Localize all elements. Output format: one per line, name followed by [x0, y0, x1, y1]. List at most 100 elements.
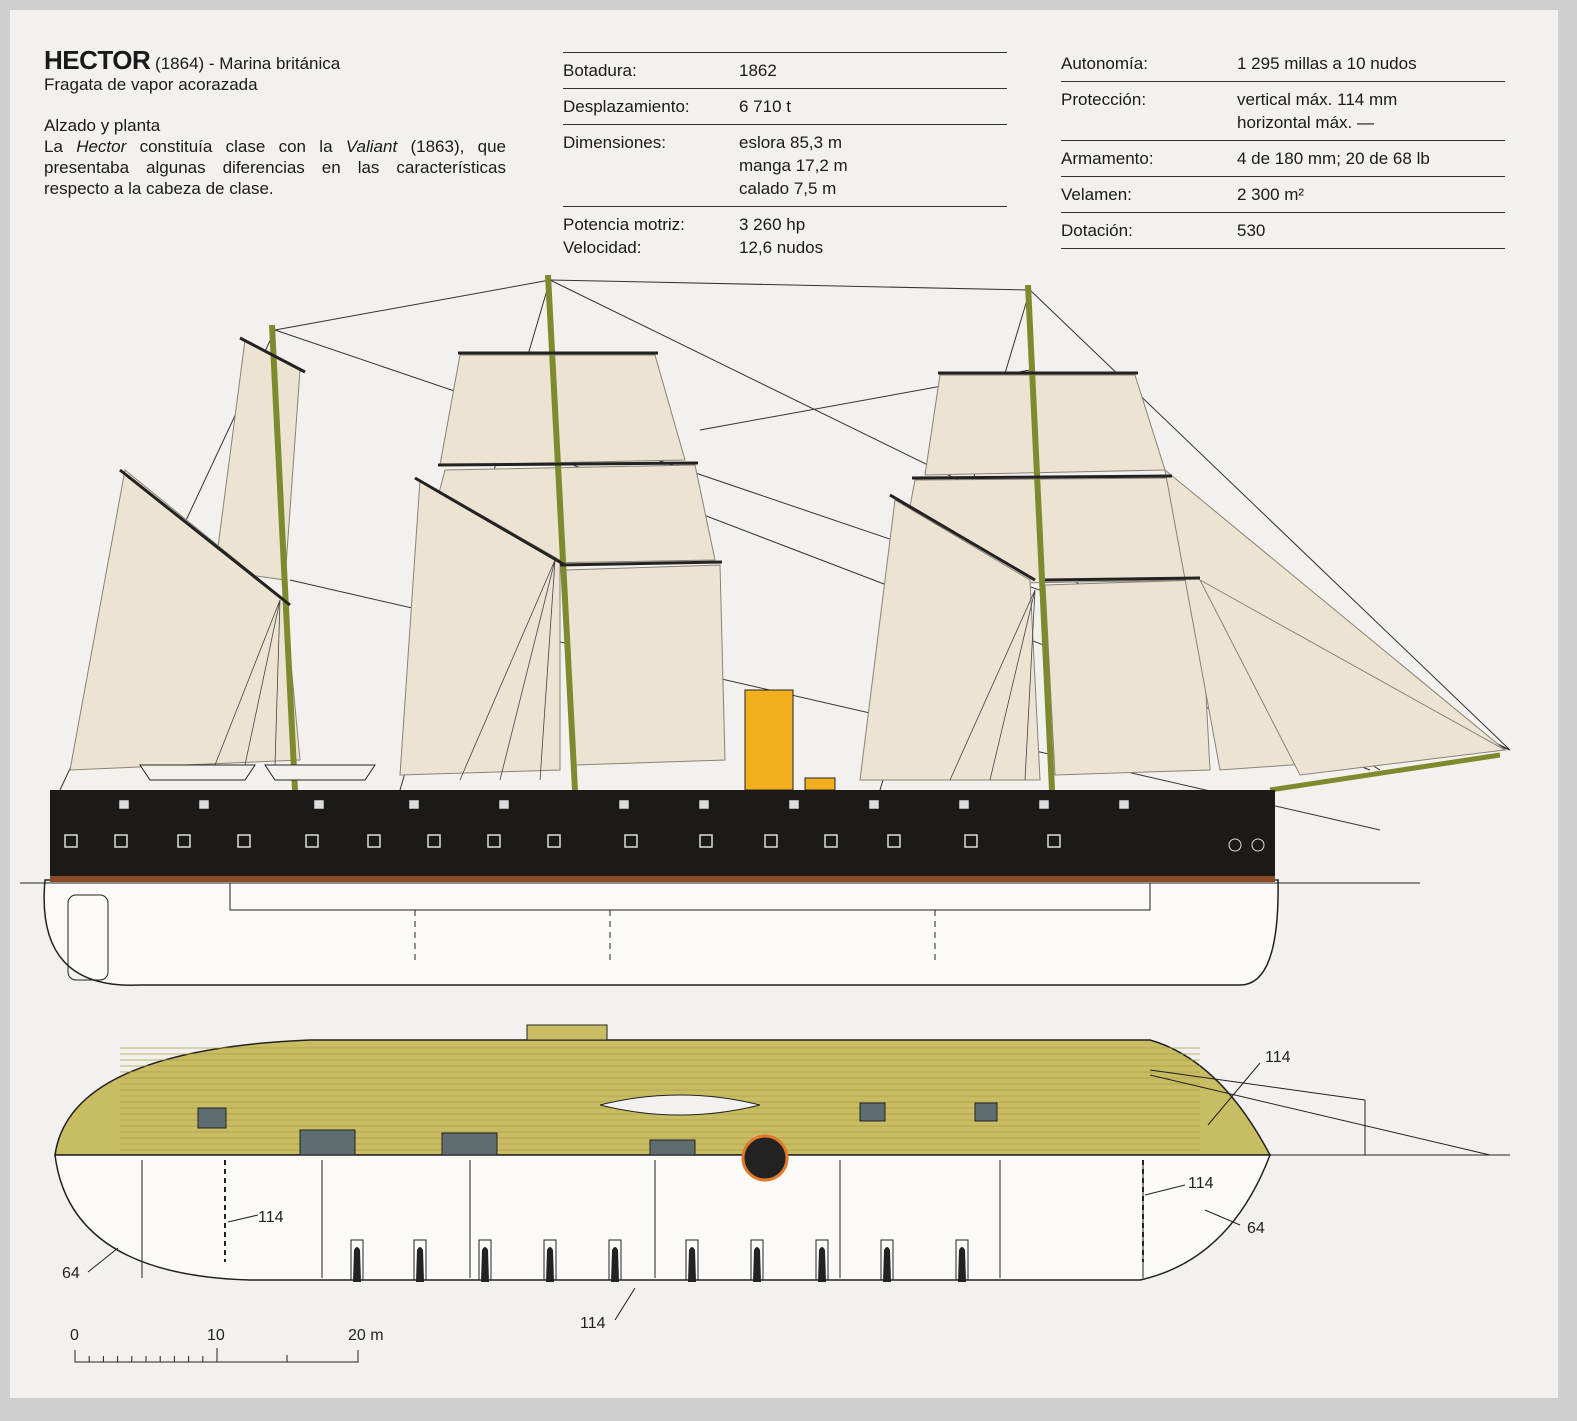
scale-bar [74, 1348, 359, 1363]
description: Alzado y planta La Hector constituía cla… [44, 115, 506, 199]
spec-row: Botadura: 1862 [563, 53, 1007, 89]
funnel-base [804, 777, 836, 791]
spec-label: Botadura: [563, 61, 637, 80]
annotation-114: 114 [1265, 1049, 1291, 1066]
gun [688, 1247, 696, 1282]
plan-sponson [526, 1024, 608, 1041]
deck-port [959, 800, 969, 809]
plan-funnel [741, 1134, 789, 1182]
funnel [744, 689, 794, 791]
deck-port [869, 800, 879, 809]
hull-plan [54, 1154, 1272, 1281]
scale-label-10: 10 [207, 1327, 225, 1344]
spec-value-line: 6 710 t [739, 97, 791, 116]
spec-value-line: 1862 [739, 61, 777, 80]
gun [353, 1247, 361, 1282]
spec-label: Potencia motriz: [563, 215, 685, 234]
gunport [624, 834, 638, 848]
spec-value: 6 710 t [739, 95, 1007, 118]
ship-name: HECTOR [44, 45, 151, 75]
spec-label: Protección: [1061, 90, 1147, 109]
plan-bowsprit [1149, 1069, 1510, 1156]
gunport [887, 834, 901, 848]
annotation-114: 114 [258, 1209, 284, 1226]
gun [818, 1247, 826, 1282]
spec-value: vertical máx. 114 mm horizontal máx. — [1237, 88, 1505, 134]
spec-value-line: horizontal máx. — [1237, 113, 1374, 132]
spec-value: 2 300 m² [1237, 183, 1505, 206]
gunport [547, 834, 561, 848]
gunport [964, 834, 978, 848]
deck-port [789, 800, 799, 809]
desc-valiant: Valiant [345, 137, 398, 156]
annotation-arrows [87, 1062, 1261, 1321]
deck-port [314, 800, 324, 809]
spec-value: 1 295 millas a 10 nudos [1237, 52, 1505, 75]
title-block: HECTOR (1864) - Marina británica Fragata… [44, 47, 506, 199]
annotation-114: 114 [1188, 1175, 1214, 1192]
scale-label-0: 0 [70, 1327, 79, 1344]
spec-value-line: eslora 85,3 m [739, 133, 842, 152]
spec-value-line: 1 295 millas a 10 nudos [1237, 54, 1417, 73]
gunport [699, 834, 713, 848]
annotation-114: 114 [580, 1315, 606, 1332]
spec-row: Armamento: 4 de 180 mm; 20 de 68 lb [1061, 141, 1505, 177]
spec-value-line: calado 7,5 m [739, 179, 837, 198]
gunport [237, 834, 251, 848]
masts [269, 274, 1501, 793]
spec-value: 4 de 180 mm; 20 de 68 lb [1237, 147, 1505, 170]
deck-port [199, 800, 209, 809]
gunport [1047, 834, 1061, 848]
gunports [64, 800, 1129, 848]
desc-hector: Hector [76, 137, 127, 156]
ship-type: Fragata de vapor acorazada [44, 75, 258, 94]
gunport [177, 834, 191, 848]
spec-value-line: 12,6 nudos [739, 238, 824, 257]
gunport [427, 834, 441, 848]
hatches [197, 1102, 998, 1156]
deck-port [119, 800, 129, 809]
frames [141, 1160, 1144, 1278]
spec-row: Protección: vertical máx. 114 mm horizonta… [1061, 82, 1505, 141]
spec-label: Armamento: [1061, 149, 1154, 168]
gunport [114, 834, 128, 848]
ship-year-navy: (1864) - Marina británica [155, 54, 341, 73]
annotation-64: 64 [1247, 1220, 1265, 1237]
spec-label: Velamen: [1061, 185, 1132, 204]
desc-text: constituía clase con la [126, 137, 346, 156]
spec-value-line: 4 de 180 mm; 20 de 68 lb [1237, 149, 1430, 168]
deck-port [1119, 800, 1129, 809]
spec-value-line: 530 [1237, 221, 1266, 240]
deck-port [619, 800, 629, 809]
spec-value: eslora 85,3 m manga 17,2 m calado 7,5 m [739, 131, 1007, 200]
gunport [367, 834, 381, 848]
spec-value: 530 [1237, 219, 1505, 242]
gun [958, 1247, 966, 1282]
deck-port [1039, 800, 1049, 809]
spec-value-line: vertical máx. 114 mm [1237, 90, 1398, 109]
gunport [64, 834, 78, 848]
gun [611, 1247, 619, 1282]
spec-label: Velocidad: [563, 238, 642, 257]
desc-text: (1863), que presentaba algunas diferenci… [44, 137, 506, 198]
spec-row: Velamen: 2 300 m² [1061, 177, 1505, 213]
scale-label-20: 20 m [348, 1327, 384, 1344]
spec-label: Autonomía: [1061, 54, 1148, 73]
desc-text: La [44, 137, 77, 156]
deck-port [499, 800, 509, 809]
yards [119, 336, 1201, 607]
gun [883, 1247, 891, 1282]
spec-row: Autonomía: 1 295 millas a 10 nudos [1061, 46, 1505, 82]
spec-value-line: manga 17,2 m [739, 156, 848, 175]
spec-value: 1862 [739, 59, 1007, 82]
gun [481, 1247, 489, 1282]
shrouds [214, 559, 1036, 781]
spec-label: Dotación: [1061, 221, 1133, 240]
spec-row: Desplazamiento:6 710 t [563, 89, 1007, 125]
gunport [824, 834, 838, 848]
